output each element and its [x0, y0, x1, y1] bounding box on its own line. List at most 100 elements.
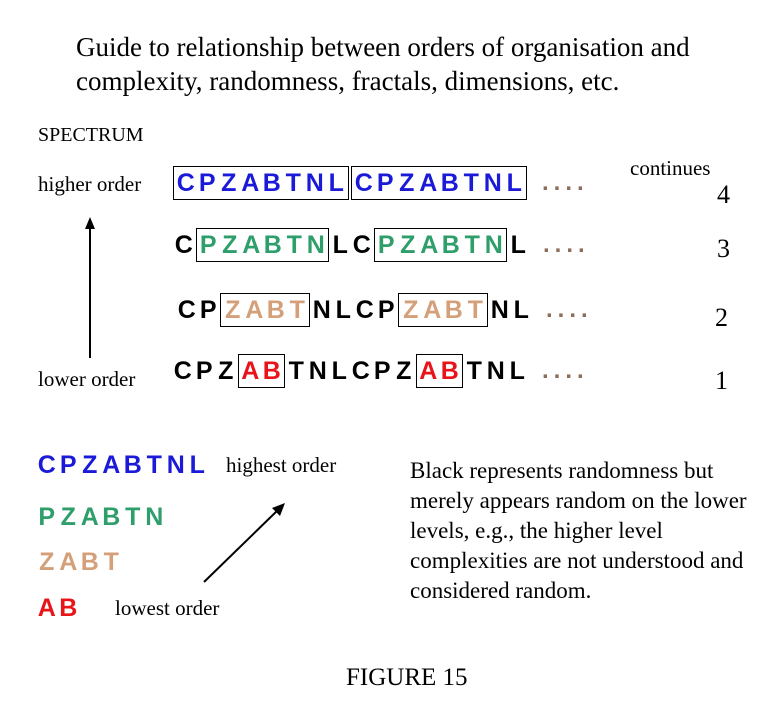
- letter: P: [376, 169, 394, 197]
- letter: B: [440, 357, 459, 385]
- diagonal-arrow-icon: [203, 503, 285, 583]
- letter: L: [509, 357, 525, 385]
- letter: Z: [399, 169, 415, 197]
- letter: Z: [225, 296, 241, 324]
- letter: C: [173, 357, 192, 385]
- letter: T: [286, 231, 302, 259]
- letter: P: [199, 296, 217, 324]
- letter: C: [354, 169, 373, 197]
- letter: N: [312, 296, 331, 324]
- letter: Z: [403, 296, 419, 324]
- lower-order-label: lower order: [38, 367, 136, 391]
- letter: P: [377, 296, 395, 324]
- letter: L: [513, 296, 529, 324]
- highest-order-label: highest order: [226, 452, 337, 477]
- letter: Z: [222, 231, 238, 259]
- letter: N: [484, 231, 503, 259]
- lowest-order-label: lowest order: [115, 595, 220, 620]
- letter: N: [305, 169, 324, 197]
- letter: Z: [400, 231, 416, 259]
- letter: B: [80, 548, 99, 576]
- letter: N: [486, 357, 505, 385]
- letter: B: [59, 594, 78, 622]
- figure-label: FIGURE 15: [346, 664, 468, 691]
- letter: B: [262, 169, 281, 197]
- letter: A: [37, 594, 56, 622]
- letter: N: [483, 169, 502, 197]
- letter: Z: [82, 451, 98, 479]
- letter: N: [308, 357, 327, 385]
- letter: Z: [221, 169, 237, 197]
- letter: A: [419, 169, 438, 197]
- letter: B: [123, 451, 142, 479]
- letter: A: [241, 357, 260, 385]
- letter: Z: [396, 357, 412, 385]
- spectrum-label: SPECTRUM: [38, 124, 144, 146]
- letter: A: [59, 548, 78, 576]
- letter: P: [377, 231, 395, 259]
- letter: C: [37, 451, 56, 479]
- letter: B: [444, 296, 463, 324]
- letter: P: [199, 231, 217, 259]
- letter: Z: [60, 503, 76, 531]
- letter: Z: [39, 548, 55, 576]
- level-number-1: 1: [715, 366, 728, 395]
- letter: P: [195, 357, 213, 385]
- letter: A: [419, 357, 438, 385]
- letter: P: [59, 451, 77, 479]
- letter: A: [80, 503, 99, 531]
- letter: L: [189, 451, 205, 479]
- letter: P: [38, 503, 56, 531]
- letter: A: [102, 451, 121, 479]
- letter: A: [245, 296, 264, 324]
- letter: T: [464, 231, 480, 259]
- letter: B: [266, 296, 285, 324]
- level-number-4: 4: [717, 180, 730, 209]
- continuation-dots: ....: [543, 231, 590, 258]
- letter: A: [420, 231, 439, 259]
- higher-order-label: higher order: [38, 172, 142, 196]
- letter: P: [373, 357, 391, 385]
- letter: N: [490, 296, 509, 324]
- letter: C: [351, 357, 370, 385]
- continues-label: continues: [630, 156, 711, 180]
- letter: L: [510, 231, 526, 259]
- letter: T: [289, 296, 305, 324]
- up-arrow-icon: [85, 217, 95, 358]
- continuation-dots: ....: [542, 357, 589, 384]
- letter: L: [332, 231, 348, 259]
- letter: Z: [218, 357, 234, 385]
- randomness-note: Black represents randomness but merely a…: [410, 458, 747, 603]
- letter: T: [463, 169, 479, 197]
- letter: N: [166, 451, 185, 479]
- letter: B: [102, 503, 121, 531]
- letter: L: [331, 357, 347, 385]
- level-number-2: 2: [715, 303, 728, 332]
- letter: L: [506, 169, 522, 197]
- letter: B: [440, 169, 459, 197]
- continuation-dots: ....: [542, 169, 589, 196]
- diagram-title: Guide to relationship between orders of …: [76, 32, 690, 96]
- letter: T: [103, 548, 119, 576]
- letter: C: [352, 231, 371, 259]
- letter: L: [335, 296, 351, 324]
- letter: B: [262, 357, 281, 385]
- letter: A: [242, 231, 261, 259]
- letter: C: [174, 231, 193, 259]
- continuation-dots: ....: [546, 296, 593, 323]
- level-number-3: 3: [717, 234, 730, 263]
- letter: N: [145, 503, 164, 531]
